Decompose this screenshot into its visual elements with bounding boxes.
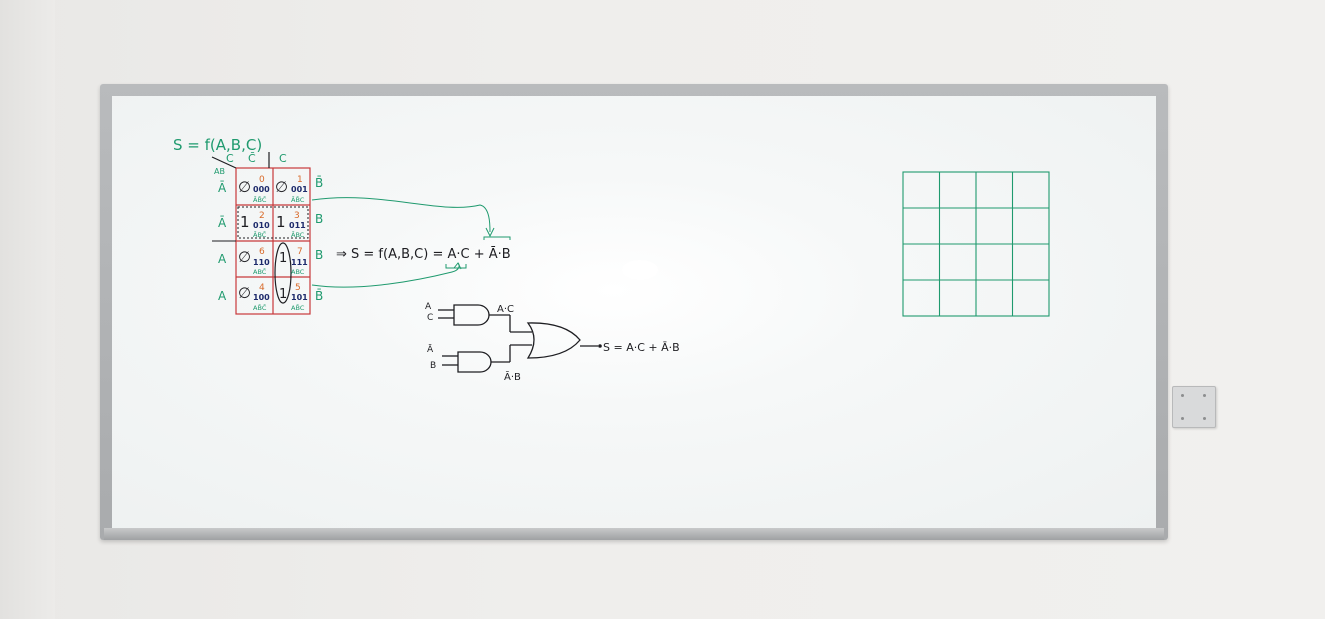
simplified-equation: ⇒ S = f(A,B,C) = A·C + Ā·B xyxy=(336,247,511,262)
svg-text:ABC: ABC xyxy=(291,268,305,276)
kmap-right-label: B̄ xyxy=(315,176,323,190)
circuit-output-label: S = A·C + Ā·B xyxy=(603,341,680,354)
kmap-row-label: Ā xyxy=(218,181,227,195)
kmap-cell-index: 1 xyxy=(297,175,303,185)
kmap-right-label: B̄ xyxy=(315,289,323,303)
function-title: S = f(A,B,C) xyxy=(173,136,262,154)
kmap-cell-mark: ∅ xyxy=(238,284,251,302)
kmap-cell-index: 6 xyxy=(259,247,265,257)
kmap-cell-index: 5 xyxy=(295,283,301,293)
kmap-right-label: B xyxy=(315,212,323,226)
kmap-cell-index: 3 xyxy=(294,211,300,221)
svg-text:C: C xyxy=(226,152,234,165)
kmap-cell-bits: 001 xyxy=(291,185,308,194)
logic-circuit xyxy=(438,304,598,373)
wall-plate xyxy=(1172,386,1216,428)
kmap-cell-index: 7 xyxy=(297,247,303,257)
kmap-cell-term: AB̄C xyxy=(291,303,305,312)
kmap-cell-mark: 1 xyxy=(279,287,287,302)
circuit-input-b: B xyxy=(430,361,436,371)
kmap-cell-index: 4 xyxy=(259,283,265,293)
kmap-cell-mark: ∅ xyxy=(275,178,288,196)
kmap-cell-mark: ∅ xyxy=(238,248,251,266)
circuit-input-a: A xyxy=(425,302,432,312)
kmap-cell-term: ĀB̄C̄ xyxy=(253,195,267,204)
kmap-cell-bits: 100 xyxy=(253,293,270,302)
kmap-cell-bits: 111 xyxy=(291,258,308,267)
kmap-cell-bits: 010 xyxy=(253,221,270,230)
kmap-row-label: A xyxy=(218,252,227,266)
kmap-cell-term: AB̄C̄ xyxy=(253,303,267,312)
circuit-input-c: C xyxy=(427,313,433,323)
kmap-col-label: C xyxy=(279,152,287,165)
circuit-input-not-a: Ā xyxy=(427,344,434,355)
svg-text:AB: AB xyxy=(214,167,225,176)
and2-output-label: Ā·B xyxy=(504,370,521,383)
kmap-cell-mark: 1 xyxy=(276,213,286,231)
kmap-right-label: B xyxy=(315,248,323,262)
empty-grid xyxy=(902,171,1050,317)
kmap-cell-term: ĀBC̄ xyxy=(253,230,267,239)
kmap-cell-mark: ∅ xyxy=(238,178,251,196)
kmap-cell-term: ĀB̄C xyxy=(291,195,305,204)
kmap-row-label: Ā xyxy=(218,216,227,230)
wall-left-edge xyxy=(0,0,55,619)
kmap-cell-mark: 1 xyxy=(279,251,287,266)
kmap-row-label: A xyxy=(218,289,227,303)
kmap-cell-index: 2 xyxy=(259,211,265,221)
and1-output-label: A·C xyxy=(497,304,514,315)
kmap-col-label: C̄ xyxy=(248,152,256,165)
kmap-cell-bits: 000 xyxy=(253,185,270,194)
kmap-cell-bits: 011 xyxy=(289,221,306,230)
kmap-cell-mark: 1 xyxy=(240,213,250,231)
marker-tray xyxy=(104,528,1164,540)
kmap-cell-term: ĀBC xyxy=(291,230,305,239)
kmap-cell-index: 0 xyxy=(259,175,265,185)
kmap-cell-bits: 110 xyxy=(253,258,270,267)
kmap-cell-bits: 101 xyxy=(291,293,308,302)
kmap-cell-term: ABC̄ xyxy=(253,267,267,276)
